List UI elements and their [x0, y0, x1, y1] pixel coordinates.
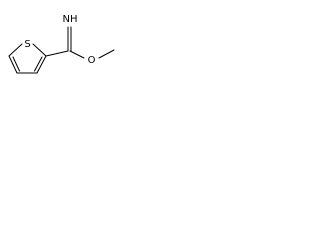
bond-c5-s	[8, 43, 23, 57]
bond-c4-c5-inner	[12, 56, 20, 72]
bond-o-methyl	[98, 49, 115, 59]
bond-c2-c3-outer	[36, 55, 47, 74]
thiophene-ring	[8, 43, 47, 74]
oxygen-atom-label: O	[88, 55, 96, 66]
molecule-structure: S NH O	[8, 14, 115, 74]
imine-nh-label: NH	[63, 14, 78, 25]
bond-c2-carbon	[45, 50, 69, 57]
sulfur-atom-label: S	[24, 39, 30, 50]
bond-s-c2	[32, 43, 47, 57]
bond-c2-c3-inner	[34, 56, 43, 72]
bond-c4-c5-outer	[8, 55, 18, 74]
bond-carbon-o	[69, 50, 85, 59]
